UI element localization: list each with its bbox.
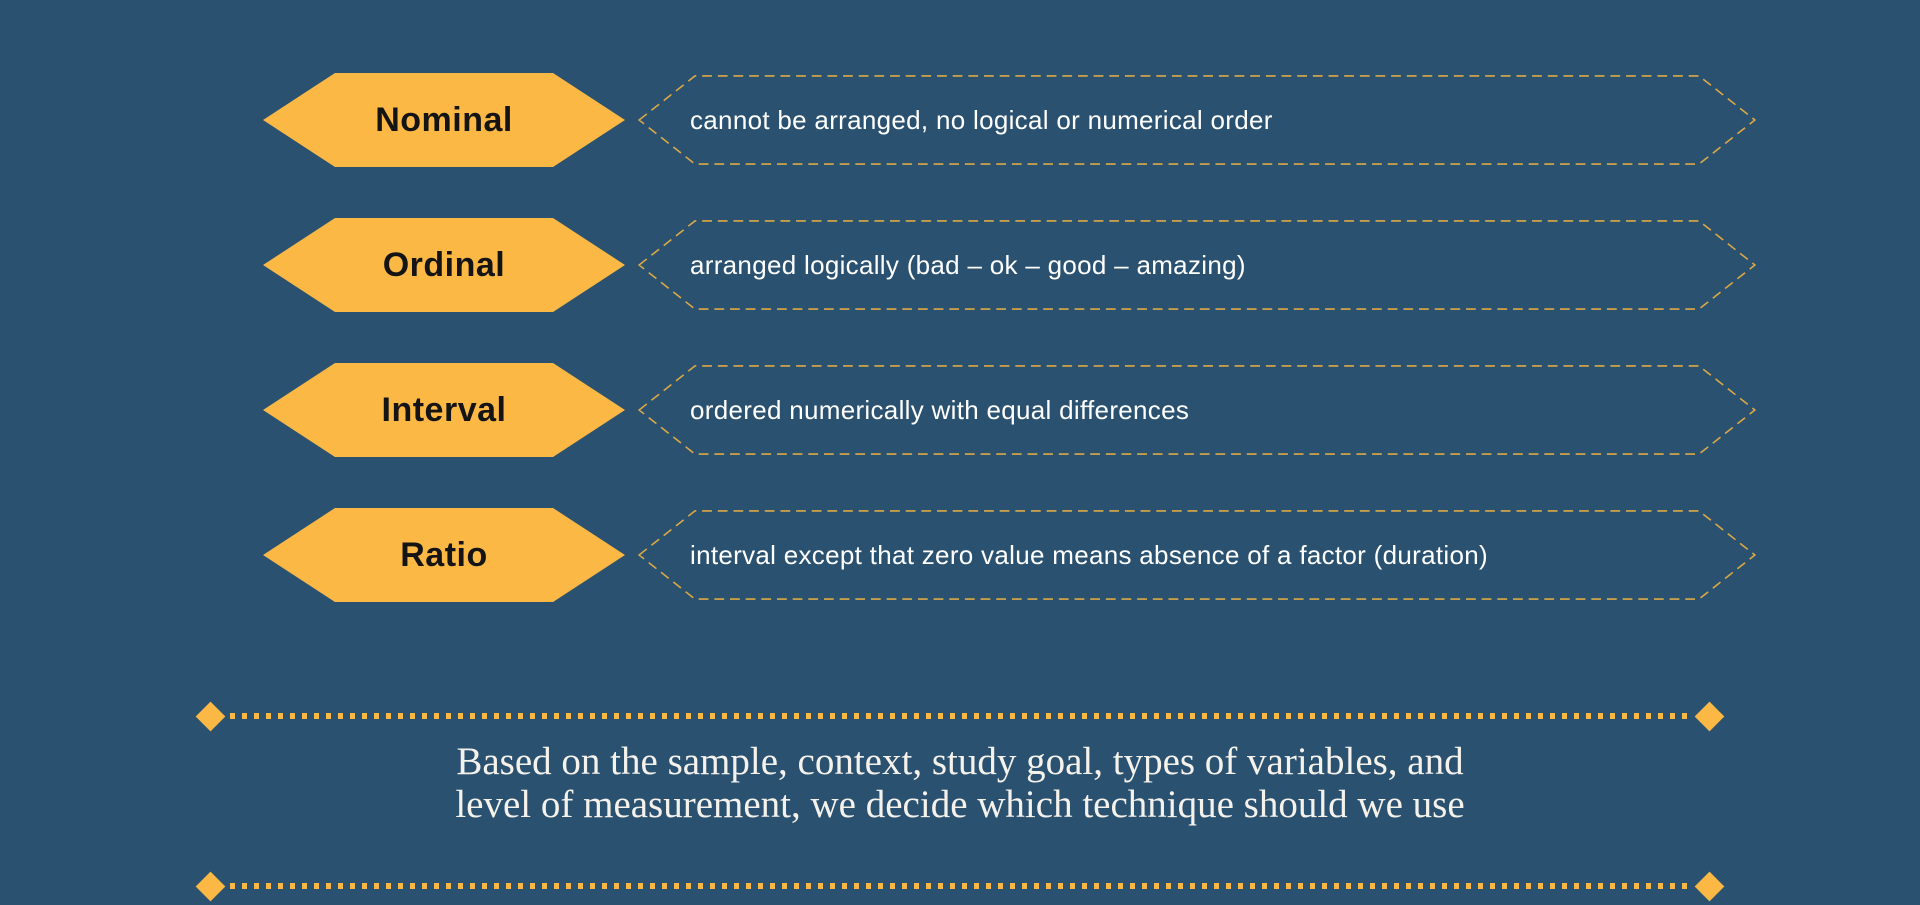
dotted-divider-line [230,713,1690,719]
diamond-icon [1694,871,1725,901]
category-label: Interval [381,390,507,429]
dotted-divider-bottom [195,871,1725,901]
category-hexagon: Nominal [263,73,625,167]
diamond-icon [1694,701,1725,731]
category-hexagon: Interval [263,363,625,457]
category-label: Ordinal [382,245,506,284]
measurement-row-ratio: Ratio interval except that zero value me… [0,505,1920,605]
measurement-row-ordinal: Ordinal arranged logically (bad – ok – g… [0,215,1920,315]
description-outline-hexagon [637,75,1757,165]
category-hexagon: Ordinal [263,218,625,312]
footer-note-line2: level of measurement, we decide which te… [455,783,1465,826]
footer-note-line1: Based on the sample, context, study goal… [456,740,1464,783]
description-outline-hexagon [637,510,1757,600]
diamond-icon [195,701,226,731]
measurement-row-nominal: Nominal cannot be arranged, no logical o… [0,70,1920,170]
dotted-divider-top [195,701,1725,731]
category-description: arranged logically (bad – ok – good – am… [690,249,1246,280]
dotted-divider-line [230,883,1690,889]
category-description: interval except that zero value means ab… [690,539,1488,570]
footer-note: Based on the sample, context, study goal… [0,740,1920,826]
category-description: cannot be arranged, no logical or numeri… [690,104,1273,135]
description-outline-hexagon [637,220,1757,310]
category-description: ordered numerically with equal differenc… [690,394,1190,425]
category-hexagon: Ratio [263,508,625,602]
category-label: Ratio [400,535,488,574]
description-outline-hexagon [637,365,1757,455]
measurement-row-interval: Interval ordered numerically with equal … [0,360,1920,460]
diamond-icon [195,871,226,901]
category-label: Nominal [375,100,513,139]
